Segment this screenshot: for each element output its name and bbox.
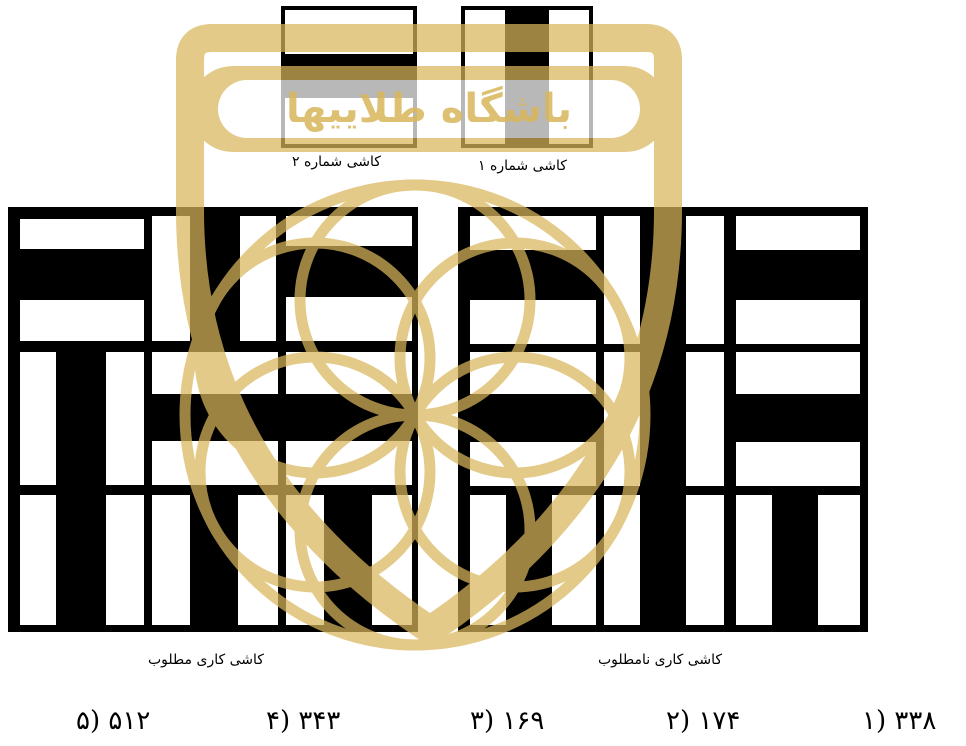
undesired-tiling-label: کاشی کاری نامطلوب bbox=[598, 652, 722, 668]
desired-tiling-label: کاشی کاری مطلوب bbox=[148, 652, 264, 668]
tile-1-label: کاشی شماره ۱ bbox=[478, 158, 567, 174]
option-2[interactable]: ۱۷۴ (۲ bbox=[666, 706, 740, 736]
tile-2-label: کاشی شماره ۲ bbox=[292, 154, 381, 170]
option-1[interactable]: ۳۳۸ (۱ bbox=[862, 706, 936, 736]
option-5[interactable]: ۵۱۲ (۵ bbox=[76, 706, 150, 736]
option-3[interactable]: ۱۶۹ (۳ bbox=[470, 706, 544, 736]
watermark-text: باشگاه طلاییها bbox=[222, 80, 636, 138]
option-4[interactable]: ۳۴۳ (۴ bbox=[266, 706, 340, 736]
